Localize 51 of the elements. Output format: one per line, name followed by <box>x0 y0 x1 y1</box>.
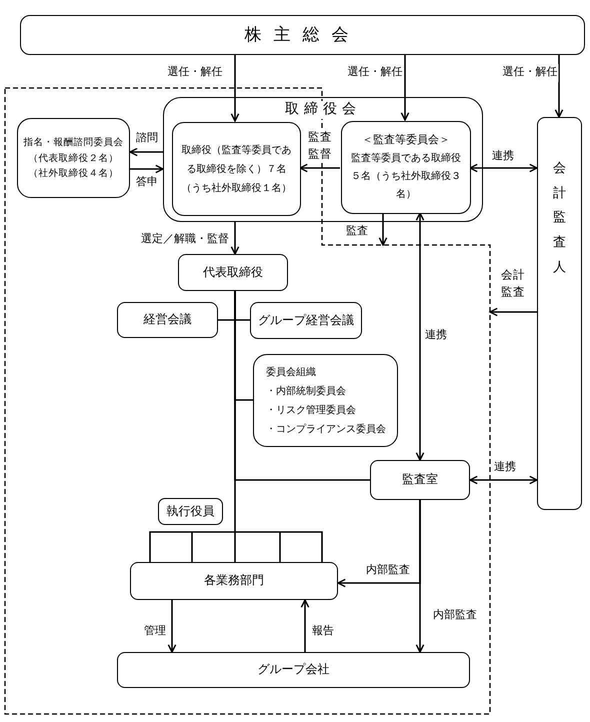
meeting-box <box>20 15 585 55</box>
box-text: （代表取締役２名）（社外取締役４名） <box>28 152 120 181</box>
org-box <box>341 121 471 214</box>
arrow <box>400 55 410 121</box>
list-item: ・内部統制委員会 <box>266 384 346 398</box>
org-box <box>117 302 218 338</box>
edge-label: 諮問 <box>135 130 159 148</box>
box-label: 代表取締役 <box>203 264 263 280</box>
org-box <box>178 254 288 291</box>
box-label: 会計監査人 <box>553 159 566 276</box>
box-label: ＜監査等委員会＞ <box>362 132 450 148</box>
arrow <box>230 222 240 255</box>
box-label: 指名・報酬諮問委員会 <box>24 136 124 150</box>
org-box <box>117 652 470 688</box>
box-label: 株主総会 <box>244 24 360 46</box>
list-item: ・コンプライアンス委員会 <box>266 422 386 436</box>
arrow <box>378 213 388 246</box>
box-label: グループ経営会議 <box>258 312 354 328</box>
box-text: 監査等委員である取締役５名（うち社外取締役３名） <box>350 152 462 202</box>
board-group-box <box>163 97 483 222</box>
org-box <box>250 302 362 339</box>
arrow <box>469 476 538 484</box>
arrow <box>168 600 176 653</box>
org-box <box>130 562 338 600</box>
arrow <box>469 164 538 172</box>
box-label: 委員会組織 <box>266 366 316 380</box>
arrow <box>300 599 310 652</box>
connector-line <box>234 291 236 562</box>
arrow <box>230 55 240 122</box>
box-label: 各業務部門 <box>204 573 264 589</box>
committee-list-box <box>253 354 398 447</box>
arrow <box>416 212 424 461</box>
box-label: グループ会社 <box>258 662 330 678</box>
edge-label: 監査監督 <box>307 129 333 163</box>
arrow <box>299 164 340 172</box>
box-label: 執行役員 <box>166 504 214 520</box>
org-box <box>17 118 130 198</box>
box-label: 取締役（監査等委員である取締役を除く）７名（うち社外取締役１名） <box>180 144 292 196</box>
arrow <box>554 55 564 118</box>
box-label: 監査室 <box>402 472 438 488</box>
edge-label: 選任・解任 <box>502 64 558 82</box>
arrow <box>489 308 537 316</box>
box-label: 経営会議 <box>144 312 192 328</box>
arrow <box>130 164 164 174</box>
org-box <box>172 122 301 216</box>
org-box <box>370 460 470 500</box>
arrow <box>416 500 424 653</box>
auditor-box <box>537 117 582 510</box>
org-box <box>158 498 223 525</box>
arrow <box>129 148 163 156</box>
list-item: ・リスク管理委員会 <box>266 404 356 418</box>
